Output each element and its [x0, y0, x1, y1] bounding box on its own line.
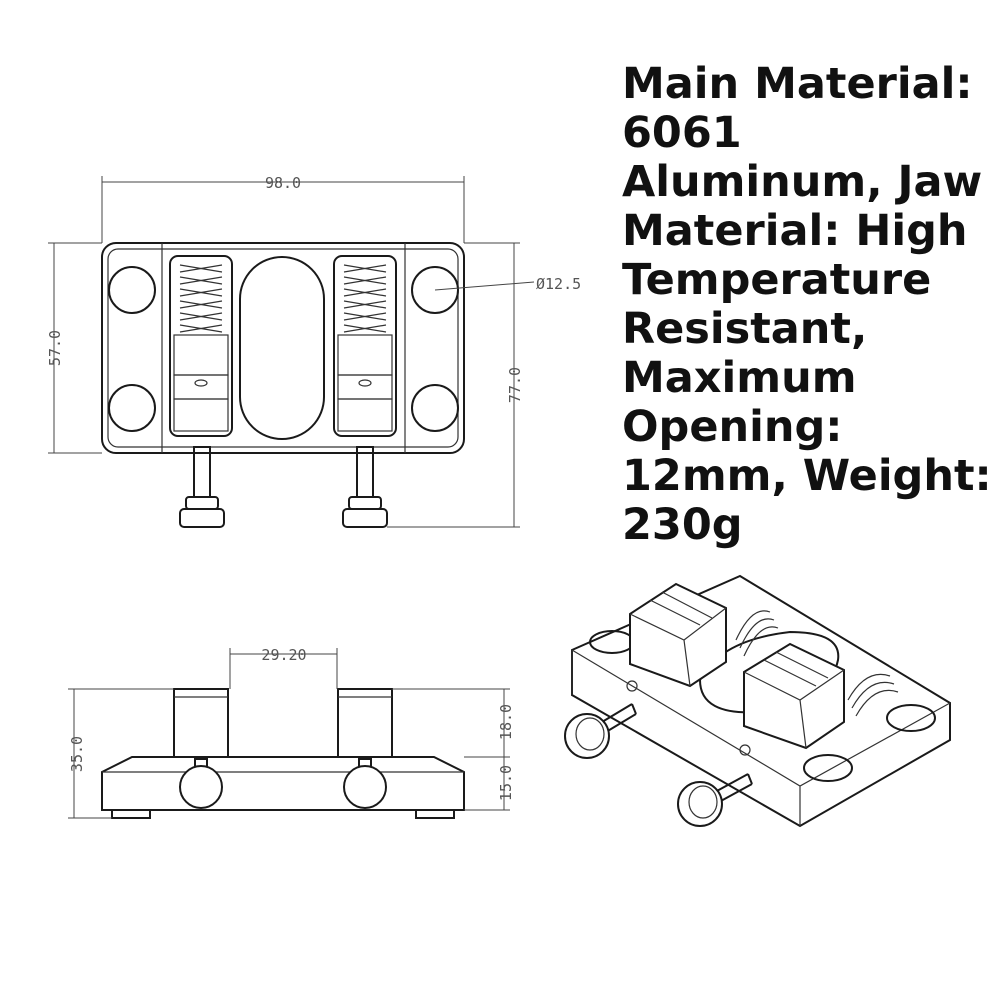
thumb-screw	[677, 744, 753, 827]
spec-line: Opening:	[622, 402, 843, 452]
dimension-right-height: 77.0	[506, 367, 524, 403]
thumb-screw	[564, 680, 638, 759]
top-view: 98.0 57.0 77.0 Ø12.5	[46, 174, 581, 528]
spec-line: Aluminum, Jaw	[622, 157, 983, 207]
mounting-hole	[886, 704, 936, 732]
left-jaw-block	[173, 688, 229, 758]
dimension-left-height: 57.0	[46, 330, 64, 366]
spec-line: Material: High	[622, 206, 968, 256]
left-jaw-assembly	[169, 255, 233, 437]
mounting-hole	[411, 384, 459, 432]
spec-line: Main Material:	[622, 59, 973, 109]
right-jaw-assembly	[333, 255, 397, 437]
right-jaw-block	[743, 642, 845, 750]
thumb-knob	[343, 765, 387, 809]
side-view: 29.20 35.0 18.0 15.0	[68, 646, 515, 819]
isometric-view	[564, 574, 951, 828]
mounting-hole	[108, 266, 156, 314]
dimension-total-height: 35.0	[68, 736, 86, 772]
dimension-hole-diameter: Ø12.5	[536, 275, 581, 293]
dimension-top-width: 98.0	[265, 174, 301, 192]
thumb-knob	[179, 765, 223, 809]
spec-line: 12mm, Weight:	[622, 451, 992, 501]
right-jaw-block	[337, 688, 393, 758]
dimension-jaw-gap: 29.20	[261, 646, 306, 664]
spring	[735, 610, 899, 717]
mounting-hole	[803, 754, 853, 782]
spec-description: Main Material: 6061 Aluminum, Jaw Materi…	[622, 60, 994, 550]
dimension-jaw-height: 18.0	[497, 704, 515, 740]
spec-line: 6061	[622, 108, 742, 158]
spec-line: Maximum	[622, 353, 857, 403]
thumb-screw	[342, 446, 388, 528]
spec-line: Temperature	[622, 255, 932, 305]
thumb-screw	[179, 446, 225, 528]
dimension-lines	[48, 176, 535, 528]
dimension-lines	[68, 648, 510, 819]
left-jaw-block	[629, 582, 727, 688]
spec-line: 230g	[622, 500, 743, 550]
spec-line: Resistant,	[622, 304, 868, 354]
dimension-base-height: 15.0	[497, 765, 515, 801]
mounting-hole	[411, 266, 459, 314]
mounting-hole	[108, 384, 156, 432]
